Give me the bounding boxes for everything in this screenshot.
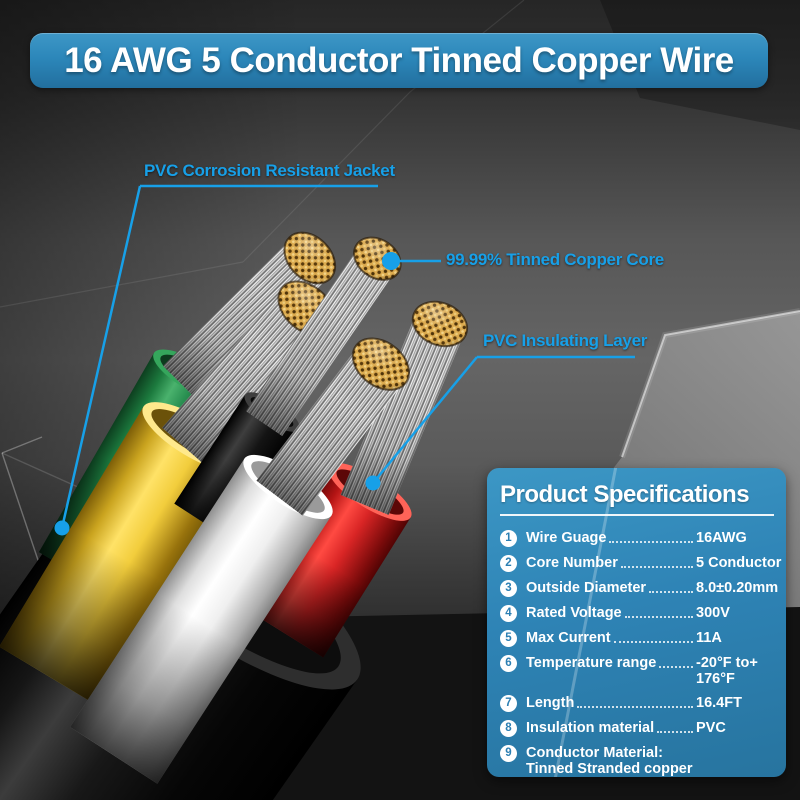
spec-label: Max Current: [526, 630, 611, 646]
spec-number-badge: 2: [500, 555, 517, 572]
spec-label: Temperature range: [526, 655, 657, 671]
spec-label: Outside Diameter: [526, 580, 647, 596]
strand-bundle-green: [163, 231, 337, 405]
strand-bundle-red: [340, 300, 469, 515]
spec-value: 5 Conductor: [696, 555, 782, 571]
strand-bundle-black: [245, 236, 402, 436]
spec-list: 1 Wire Guage 16AWG 2 Core Number 5 Condu…: [500, 530, 782, 777]
spec-row-temperature-range: 6 Temperature range -20°F to+176°F: [500, 655, 774, 687]
title-banner: 16 AWG 5 Conductor Tinned Copper Wire: [30, 33, 768, 88]
spec-row-core-number: 2 Core Number 5 Conductor: [500, 555, 782, 572]
spec-value: -20°F to+176°F: [696, 655, 758, 687]
dotted-leader: [613, 630, 693, 643]
spec-label: Conductor Material:Tinned Stranded coppe…: [526, 745, 693, 777]
spec-number-badge: 6: [500, 655, 517, 672]
spec-label: Wire Guage: [526, 530, 607, 546]
spec-value: PVC: [696, 720, 726, 736]
page-title: 16 AWG 5 Conductor Tinned Copper Wire: [64, 40, 734, 80]
callout-label-insulating-layer: PVC Insulating Layer: [483, 331, 648, 350]
callout-dot-insulation: [365, 475, 381, 491]
panel-title: Product Specifications: [500, 481, 750, 508]
spec-number-badge: 8: [500, 720, 517, 737]
conductor-black: [174, 236, 402, 539]
insulation-callout-line: [372, 356, 478, 484]
spec-number-badge: 3: [500, 580, 517, 597]
spec-row-outside-diameter: 3 Outside Diameter 8.0±0.20mm: [500, 580, 779, 597]
spec-row-rated-voltage: 4 Rated Voltage 300V: [500, 605, 774, 622]
strand-bundle-yellow: [162, 280, 336, 468]
spec-row-length: 7 Length 16.4FT: [500, 695, 774, 712]
spec-number-badge: 5: [500, 630, 517, 647]
callout-label-jacket: PVC Corrosion Resistant Jacket: [144, 161, 395, 180]
spec-label: Core Number: [526, 555, 618, 571]
dotted-leader: [649, 580, 693, 593]
spec-value: 300V: [696, 605, 730, 621]
spec-number-badge: 1: [500, 530, 517, 547]
dotted-leader: [577, 695, 693, 708]
callout-label-copper-core: 99.99% Tinned Copper Core: [446, 250, 664, 269]
callout-lines: [60, 184, 635, 529]
spec-value: 16.4FT: [696, 695, 742, 711]
dotted-leader: [620, 555, 693, 568]
spec-value: 8.0±0.20mm: [696, 580, 779, 596]
dotted-leader: [657, 720, 693, 733]
product-specifications-panel: Product Specifications 1 Wire Guage 16AW…: [487, 468, 786, 777]
callout-dot-jacket: [54, 520, 70, 536]
spec-label: Rated Voltage: [526, 605, 622, 621]
dotted-leader: [696, 745, 771, 756]
spec-number-badge: 4: [500, 605, 517, 622]
spec-row-conductor-material: 9 Conductor Material:Tinned Stranded cop…: [500, 745, 774, 777]
spec-number-badge: 7: [500, 695, 517, 712]
spec-value: 16AWG: [696, 530, 747, 546]
callout-dots: [54, 252, 400, 536]
dotted-leader: [659, 655, 693, 668]
spec-row-wire-gauge: 1 Wire Guage 16AWG: [500, 530, 774, 547]
strand-bundle-white: [256, 337, 410, 516]
spec-label: Length: [526, 695, 575, 711]
spec-value: 11A: [696, 630, 722, 646]
panel-title-underline: [500, 514, 774, 516]
conductor-red: [241, 300, 469, 658]
spec-row-max-current: 5 Max Current 11A: [500, 630, 774, 647]
jacket-callout-line: [60, 185, 142, 529]
spec-label: Insulation material: [526, 720, 655, 736]
conductor-yellow: [0, 280, 336, 708]
spec-number-badge: 9: [500, 745, 517, 762]
spec-row-insulation-material: 8 Insulation material PVC: [500, 720, 774, 737]
dotted-leader: [609, 530, 693, 543]
conductor-white: [70, 337, 410, 784]
dotted-leader: [624, 605, 693, 618]
callout-dot-core: [382, 252, 400, 270]
